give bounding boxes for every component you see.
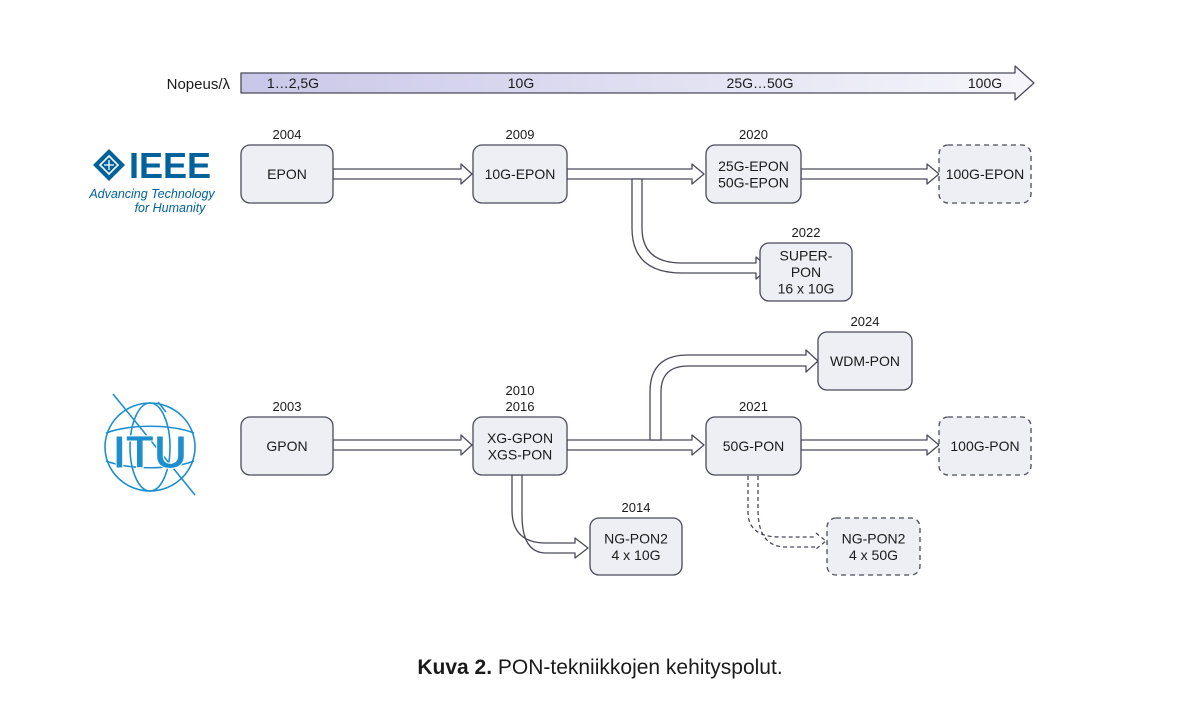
node-label: WDM-PON <box>830 353 900 369</box>
arrow-50g-pon-to-ng-pon2-50g <box>747 476 828 550</box>
arrow-50g-pon-to-100g-pon <box>800 434 940 456</box>
itu-wordmark: ITU <box>113 426 187 478</box>
node-box <box>826 517 921 576</box>
ieee-connectors <box>332 163 940 280</box>
node-box <box>705 416 802 476</box>
node-box <box>240 416 334 476</box>
node-year: 2003 <box>273 399 302 414</box>
caption-prefix: Kuva 2. <box>417 656 493 679</box>
node-label: GPON <box>266 438 307 454</box>
ieee-diamond-icon <box>93 149 125 181</box>
pon-evolution-diagram: Nopeus/λ 1…2,5G 10G 25G…50G 100G IEEE Ad… <box>88 65 1035 576</box>
node-100g-pon: 100G-PON <box>938 416 1032 476</box>
arrow-10g-epon-to-super-pon <box>631 178 770 280</box>
node-box <box>759 242 853 302</box>
speed-arrow <box>240 65 1035 101</box>
node-year: 2024 <box>851 314 880 329</box>
node-label: EPON <box>267 166 307 182</box>
node-50g-pon: 50G-PON 2021 <box>705 399 802 476</box>
arrow-25g-epon-to-100g-epon <box>800 163 940 185</box>
ieee-logo: IEEE Advancing Technology for Humanity <box>88 145 215 215</box>
node-label: SUPER- <box>780 248 833 264</box>
ieee-tagline-1: Advancing Technology <box>88 187 215 201</box>
node-label: 4 x 10G <box>611 547 660 563</box>
node-year: 2009 <box>506 127 535 142</box>
node-10g-epon: 10G-EPON 2009 <box>472 127 568 204</box>
node-label: 100G-PON <box>950 438 1019 454</box>
node-epon: EPON 2004 <box>240 127 334 204</box>
node-year: 2021 <box>739 399 768 414</box>
node-box <box>817 331 913 391</box>
globe-icon <box>104 393 196 496</box>
node-wdm-pon: WDM-PON 2024 <box>817 314 913 391</box>
node-label: NG-PON2 <box>604 530 668 546</box>
node-year: 2014 <box>622 500 651 515</box>
node-year: 2022 <box>792 225 821 240</box>
node-label: 50G-PON <box>723 438 784 454</box>
node-box <box>938 416 1032 476</box>
node-year: 2020 <box>739 127 768 142</box>
node-box <box>589 517 683 576</box>
caption-text: PON-tekniikkojen kehityspolut. <box>492 656 783 679</box>
ieee-tagline-2: for Humanity <box>135 201 207 215</box>
node-label: 16 x 10G <box>778 281 835 297</box>
figure-caption: Kuva 2. PON-tekniikkojen kehityspolut. <box>0 656 1200 680</box>
node-year: 2004 <box>273 127 302 142</box>
node-label: XG-GPON <box>487 430 553 446</box>
node-box <box>472 144 568 204</box>
speed-label: Nopeus/λ <box>167 76 231 93</box>
node-label: PON <box>791 264 821 280</box>
node-box <box>240 144 334 204</box>
node-box <box>938 144 1032 204</box>
arrow-10g-epon-to-25g-epon <box>566 163 705 185</box>
node-gpon: GPON 2003 <box>240 399 334 476</box>
arrow-xg-gpon-to-ng-pon2-10g <box>511 474 589 559</box>
node-label: XGS-PON <box>488 446 553 462</box>
node-label: 50G-EPON <box>718 174 789 190</box>
node-label: 4 x 50G <box>849 547 898 563</box>
speed-tick-3: 25G…50G <box>727 75 794 91</box>
arrow-xg-gpon-to-50g-pon <box>566 434 705 456</box>
speed-tick-2: 10G <box>508 75 534 91</box>
speed-tick-1: 1…2,5G <box>267 75 319 91</box>
node-label: NG-PON2 <box>842 530 906 546</box>
arrow-gpon-to-xg-gpon <box>332 434 473 456</box>
node-year: 2010 <box>506 383 535 398</box>
node-label: 10G-EPON <box>485 166 556 182</box>
speed-tick-4: 100G <box>968 75 1002 91</box>
node-year: 2016 <box>506 399 535 414</box>
ieee-wordmark: IEEE <box>129 145 211 186</box>
node-box <box>705 144 802 204</box>
speed-scale: Nopeus/λ 1…2,5G 10G 25G…50G 100G <box>167 65 1035 101</box>
itu-logo: ITU <box>104 393 196 496</box>
node-box <box>472 416 568 476</box>
arrow-epon-to-10g-epon <box>332 163 473 185</box>
node-label: 100G-EPON <box>946 166 1025 182</box>
node-100g-epon: 100G-EPON <box>938 144 1032 204</box>
itu-connectors <box>332 349 940 559</box>
node-label: 25G-EPON <box>718 158 789 174</box>
